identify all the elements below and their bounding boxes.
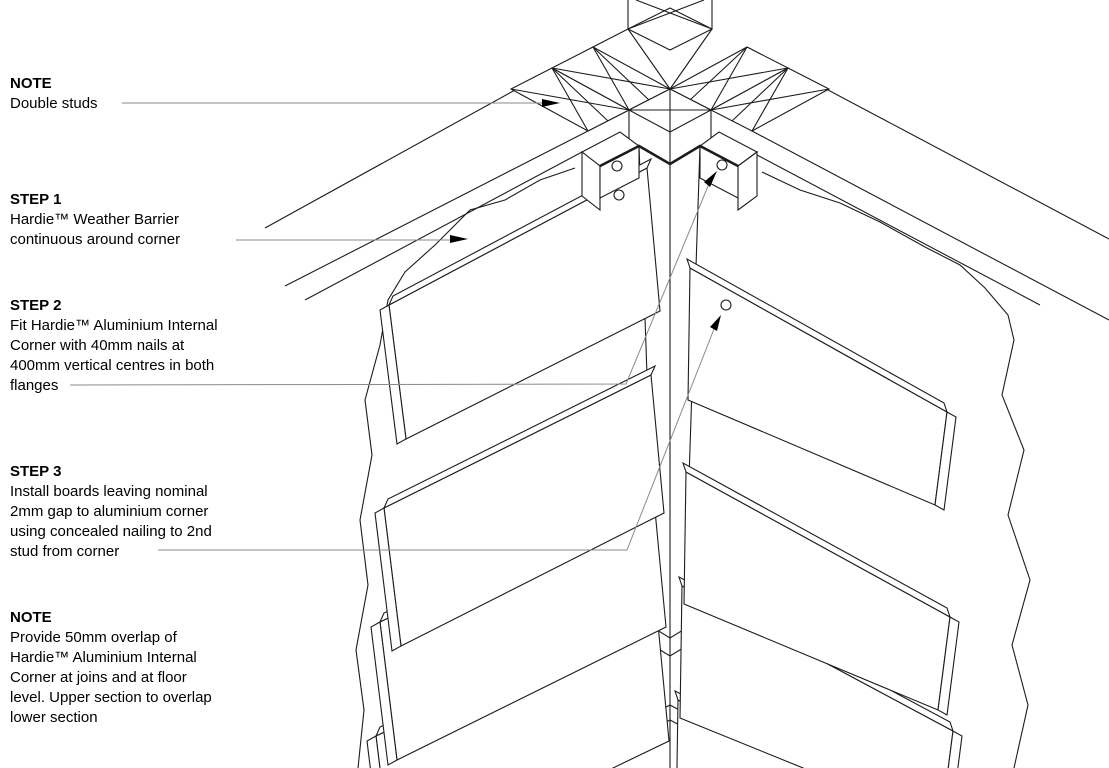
note-double-studs: NOTE Double studs — [10, 74, 98, 114]
step-1-note: STEP 1 Hardie™ Weather Barrier continuou… — [10, 190, 180, 250]
corner-flange-left — [580, 131, 641, 212]
arrowhead — [710, 315, 721, 331]
step-title: STEP 2 — [10, 297, 62, 314]
step-line: flanges — [10, 377, 59, 394]
weatherboards — [366, 157, 963, 768]
step-line: stud from corner — [10, 543, 120, 560]
step-2-note: STEP 2 Fit Hardie™ Aluminium Internal Co… — [10, 296, 218, 396]
step-line: continuous around corner — [10, 231, 181, 248]
step-3-note: STEP 3 Install boards leaving nominal 2m… — [10, 462, 212, 562]
note-line: level. Upper section to overlap — [10, 689, 212, 706]
double-studs-right — [668, 46, 831, 132]
flange-nail-hole — [716, 159, 728, 171]
note-title: NOTE — [10, 609, 52, 626]
right-board-1 — [686, 257, 957, 511]
arrowhead — [542, 99, 560, 107]
note-line: Provide 50mm overlap of — [10, 629, 177, 646]
framing-plan — [509, 0, 831, 164]
board-nail-hole — [720, 299, 732, 311]
corner-overlap-joint — [656, 647, 684, 657]
note-line: Double studs — [10, 95, 98, 112]
weather-barrier-corner-wrap — [599, 144, 739, 168]
corner-stud-column — [627, 0, 714, 90]
step-line: 400mm vertical centres in both — [10, 357, 215, 374]
step-line: using concealed nailing to 2nd — [10, 523, 212, 540]
step-line: Install boards leaving nominal — [10, 483, 208, 500]
leader-arrowheads — [450, 99, 721, 331]
left-board-2 — [374, 364, 665, 652]
step-title: STEP 1 — [10, 191, 62, 208]
step-line: Fit Hardie™ Aluminium Internal — [10, 317, 218, 334]
leader-step2 — [69, 178, 712, 386]
note-line: lower section — [10, 709, 98, 726]
leader-step3 — [158, 323, 717, 551]
arrowhead — [450, 235, 468, 243]
corner-overlap-joint — [656, 629, 684, 639]
step-line: Hardie™ Weather Barrier — [10, 211, 179, 228]
note-overlap: NOTE Provide 50mm overlap of Hardie™ Alu… — [10, 608, 212, 728]
step-title: STEP 3 — [10, 463, 62, 480]
arrowhead — [704, 171, 717, 187]
board-nail-hole — [613, 189, 625, 201]
leader-lines — [69, 102, 717, 551]
note-line: Hardie™ Aluminium Internal — [10, 649, 197, 666]
aluminium-internal-corner — [580, 131, 759, 212]
flange-nail-hole — [611, 160, 623, 172]
step-line: 2mm gap to aluminium corner — [10, 503, 209, 520]
note-title: NOTE — [10, 75, 52, 92]
note-line: Corner at joins and at floor — [10, 669, 187, 686]
right-board-2 — [682, 461, 960, 716]
step-line: Corner with 40mm nails at — [10, 337, 185, 354]
corner-flange-right — [698, 131, 759, 212]
